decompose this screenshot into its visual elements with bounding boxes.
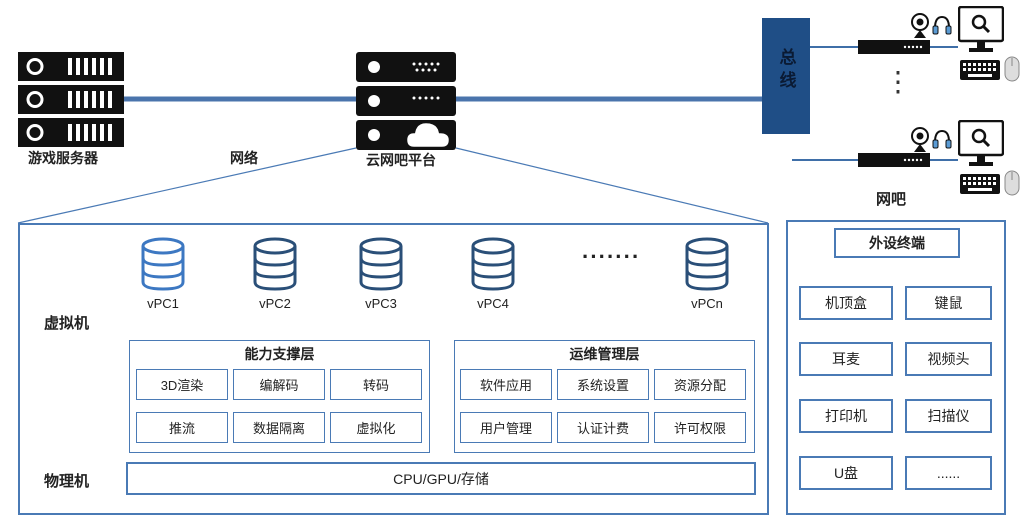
database-icon — [685, 237, 729, 291]
bus-label: 总线 — [776, 48, 796, 94]
game-server-label: 游戏服务器 — [28, 150, 98, 166]
capability-title: 能力支撑层 — [244, 346, 315, 362]
capability-item: 编解码 — [233, 369, 325, 400]
capability-item: 虚拟化 — [330, 412, 422, 443]
cloud-platform-label: 云网吧平台 — [366, 152, 436, 168]
vpc-item: vPC1 — [128, 236, 198, 311]
database-icon — [253, 237, 297, 291]
ops-title: 运维管理层 — [569, 346, 640, 362]
bus-bar — [762, 18, 810, 134]
vm-label: 虚拟机 — [44, 315, 90, 332]
ops-item: 用户管理 — [460, 412, 552, 443]
vpc-item: vPC2 — [240, 236, 310, 311]
database-icon — [141, 237, 185, 291]
webcam-icon — [911, 13, 929, 38]
database-icon — [359, 237, 403, 291]
vpc-item: vPC3 — [346, 236, 416, 311]
vpc-ellipsis: ······· — [582, 244, 641, 269]
ops-item: 认证计费 — [557, 412, 649, 443]
peripheral-item: 扫描仪 — [905, 399, 992, 433]
physical-label: 物理机 — [44, 473, 90, 490]
capability-item: 3D渲染 — [136, 369, 228, 400]
monitor-icon — [958, 120, 1004, 166]
peripheral-item: U盘 — [799, 456, 893, 490]
peripheral-item: 耳麦 — [799, 342, 893, 376]
peripheral-item: 机顶盒 — [799, 286, 893, 320]
game-server-icon — [18, 52, 124, 147]
netcafe-label: 网吧 — [876, 191, 907, 208]
capability-item: 转码 — [330, 369, 422, 400]
peripheral-item: 打印机 — [799, 399, 893, 433]
mouse-icon — [1004, 56, 1020, 82]
set-top-box-icon — [858, 153, 930, 167]
mouse-icon — [1004, 170, 1020, 196]
vpc-item: vPCn — [672, 236, 742, 311]
webcam-icon — [911, 127, 929, 152]
peripheral-item: 键鼠 — [905, 286, 992, 320]
peripheral-item: ...... — [905, 456, 992, 490]
network-label: 网络 — [230, 150, 258, 166]
ops-item: 许可权限 — [654, 412, 746, 443]
peripheral-item: 视频头 — [905, 342, 992, 376]
keyboard-icon — [960, 60, 1000, 80]
vpc-label: vPC2 — [259, 296, 291, 311]
ops-item: 系统设置 — [557, 369, 649, 400]
headset-icon — [932, 129, 952, 149]
capability-item: 推流 — [136, 412, 228, 443]
headset-icon — [932, 15, 952, 35]
vpc-label: vPC4 — [477, 296, 509, 311]
ops-item: 资源分配 — [654, 369, 746, 400]
ops-item: 软件应用 — [460, 369, 552, 400]
keyboard-icon — [960, 174, 1000, 194]
database-icon — [471, 237, 515, 291]
vpc-label: vPC3 — [365, 296, 397, 311]
capability-item: 数据隔离 — [233, 412, 325, 443]
set-top-box-icon — [858, 40, 930, 54]
vpc-label: vPCn — [691, 296, 723, 311]
physical-resources-bar: CPU/GPU/存储 — [126, 462, 756, 495]
cloud-platform-icon — [356, 52, 456, 150]
monitor-icon — [958, 6, 1004, 52]
vpc-item: vPC4 — [458, 236, 528, 311]
vpc-label: vPC1 — [147, 296, 179, 311]
vertical-ellipsis: ⋮ — [884, 66, 912, 97]
peripherals-title: 外设终端 — [834, 228, 960, 258]
